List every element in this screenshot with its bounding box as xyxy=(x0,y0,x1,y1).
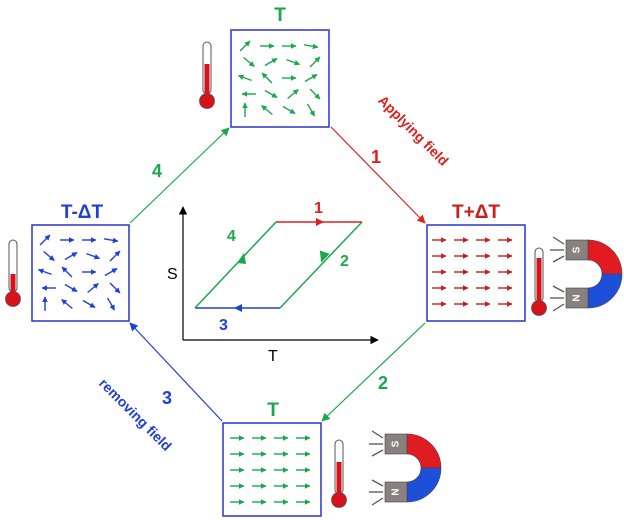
spin-arrow xyxy=(304,73,318,83)
state-bottom-label: T xyxy=(267,400,279,421)
cycle-segment-3-arrow xyxy=(234,304,242,312)
spin-arrow xyxy=(86,252,101,260)
spin-arrow xyxy=(43,250,55,262)
transition-2-arrow xyxy=(321,322,426,422)
spin-arrow xyxy=(82,299,96,309)
thermometer-icon xyxy=(531,247,547,316)
spin-arrows-random xyxy=(37,234,121,311)
spin-arrow xyxy=(104,267,118,277)
magnet-icon: S N xyxy=(550,236,623,312)
magnet-north-label: N xyxy=(572,294,583,301)
spin-arrow xyxy=(264,89,278,99)
spin-arrow xyxy=(109,250,121,262)
spin-arrow xyxy=(109,282,121,294)
spin-arrow xyxy=(306,103,316,117)
spin-arrow xyxy=(61,266,73,278)
spin-arrow xyxy=(103,237,119,244)
cycle-segment-4 xyxy=(194,221,277,309)
state-right: T+ΔT xyxy=(426,202,526,322)
spin-arrow xyxy=(261,72,273,84)
transition-4: 4 xyxy=(129,127,230,224)
st-cycle-plot: S T 1 2 3 4 xyxy=(167,200,379,365)
thermometer-icon xyxy=(331,439,347,508)
spin-arrow xyxy=(287,88,299,100)
spin-arrow xyxy=(64,251,78,261)
spin-arrow xyxy=(37,268,52,276)
field-lines xyxy=(369,430,384,506)
transition-4-arrow xyxy=(129,127,230,224)
spin-arrows-aligned xyxy=(230,435,311,505)
spin-arrow xyxy=(87,282,99,294)
transition-3-arrow xyxy=(129,322,223,422)
state-left-label: T-ΔT xyxy=(61,202,104,223)
cycle-segment-2-arrow xyxy=(319,250,330,263)
spin-arrow xyxy=(243,56,255,68)
state-top: T xyxy=(230,5,330,128)
state-right-label: T+ΔT xyxy=(452,202,500,223)
spin-arrow xyxy=(237,74,252,82)
transition-1-caption: Applying field xyxy=(375,92,452,169)
spin-arrow xyxy=(303,43,319,50)
spin-arrow xyxy=(309,88,321,100)
transition-1-arrow xyxy=(330,126,426,224)
transition-4-number: 4 xyxy=(152,161,162,181)
cycle-segment-2 xyxy=(279,221,363,309)
spin-arrow xyxy=(286,58,301,66)
spin-arrow xyxy=(39,234,51,246)
cycle-segment-1-arrow xyxy=(316,218,324,226)
transition-3-caption: removing field xyxy=(96,375,175,454)
spin-arrow xyxy=(239,40,251,52)
spin-arrow xyxy=(309,56,321,68)
transition-1: 1 Applying field xyxy=(330,92,452,224)
spin-arrow xyxy=(264,57,278,67)
cycle-segment-3-label: 3 xyxy=(219,317,228,334)
spin-arrow xyxy=(106,297,116,311)
transition-1-number: 1 xyxy=(371,147,381,167)
spin-arrow xyxy=(282,105,296,115)
cycle-segment-4-arrow xyxy=(237,253,246,264)
magnet-south-label: S xyxy=(391,440,402,447)
transition-3: 3 removing field xyxy=(96,322,223,454)
thermometer-icon xyxy=(5,239,21,307)
state-top-label: T xyxy=(274,5,286,26)
spin-arrow xyxy=(64,283,78,293)
state-bottom: T xyxy=(222,400,322,517)
transition-2: 2 xyxy=(321,322,426,422)
spin-arrows-random xyxy=(237,40,321,117)
thermometer-icon xyxy=(199,41,215,109)
magnet-south-label: S xyxy=(572,246,583,253)
transition-2-number: 2 xyxy=(378,373,388,393)
x-axis-label: T xyxy=(268,348,278,365)
cycle-segment-1-label: 1 xyxy=(314,200,323,217)
spin-arrow xyxy=(61,298,73,310)
spin-arrow xyxy=(261,104,273,116)
state-left: T-ΔT xyxy=(31,202,130,322)
cycle-segment-2-label: 2 xyxy=(340,253,349,270)
y-axis-label: S xyxy=(167,266,178,283)
spin-arrows-aligned xyxy=(432,237,513,307)
magnet-north-label: N xyxy=(391,488,402,495)
cycle-segment-4-label: 4 xyxy=(227,228,236,245)
magnet-icon: S N xyxy=(369,430,442,506)
field-lines xyxy=(550,236,565,312)
transition-3-number: 3 xyxy=(162,388,172,408)
